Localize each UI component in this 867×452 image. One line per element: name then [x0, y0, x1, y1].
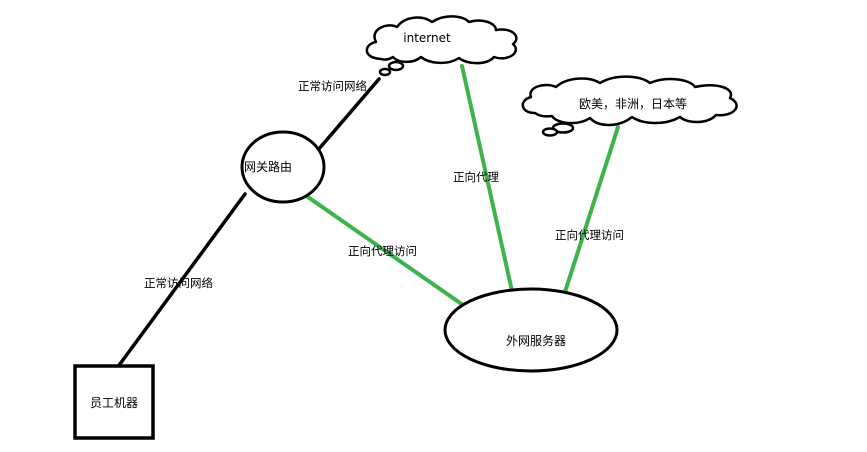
internet-cloud: internet: [365, 15, 518, 77]
edge-label-internet-to-proxy: 正向代理: [453, 170, 499, 184]
overseas-cloud: 欧美，非洲，日本等: [521, 75, 738, 137]
edge-label-gateway-to-proxy: 正向代理访问: [348, 244, 417, 258]
employee-machine-label: 员工机器: [90, 396, 138, 410]
edge-label-gateway-to-internet: 正常访问网络: [298, 79, 367, 93]
employee-machine-shape: [73, 364, 155, 440]
edge-gateway-to-internet: [316, 77, 381, 152]
edge-employee-to-gateway: [115, 192, 247, 370]
gateway-router-node: 网关路由: [240, 130, 326, 204]
edge-overseas-to-proxy: [563, 125, 620, 294]
proxy-server-shape: [443, 287, 619, 373]
internet-cloud-shape: [365, 15, 518, 65]
internet-cloud-tail-1: [387, 60, 405, 72]
internet-label: internet: [403, 31, 451, 45]
proxy-server-label: 外网服务器: [506, 333, 566, 348]
proxy-server-node: 外网服务器: [443, 287, 619, 373]
overseas-cloud-shape: [521, 75, 738, 127]
edge-gateway-to-proxy: [303, 193, 465, 307]
employee-machine-node: 员工机器: [73, 364, 155, 440]
edge-label-overseas-to-proxy: 正向代理访问: [555, 228, 624, 242]
gateway-router-label: 网关路由: [244, 159, 292, 174]
overseas-cloud-tail-2: [541, 127, 559, 137]
edge-internet-to-proxy: [460, 64, 514, 293]
overseas-label: 欧美，非洲，日本等: [579, 97, 687, 111]
edge-label-employee-to-gateway: 正常访问网络: [144, 276, 213, 290]
internet-cloud-tail-2: [378, 67, 392, 77]
gateway-router-shape: [240, 130, 326, 204]
